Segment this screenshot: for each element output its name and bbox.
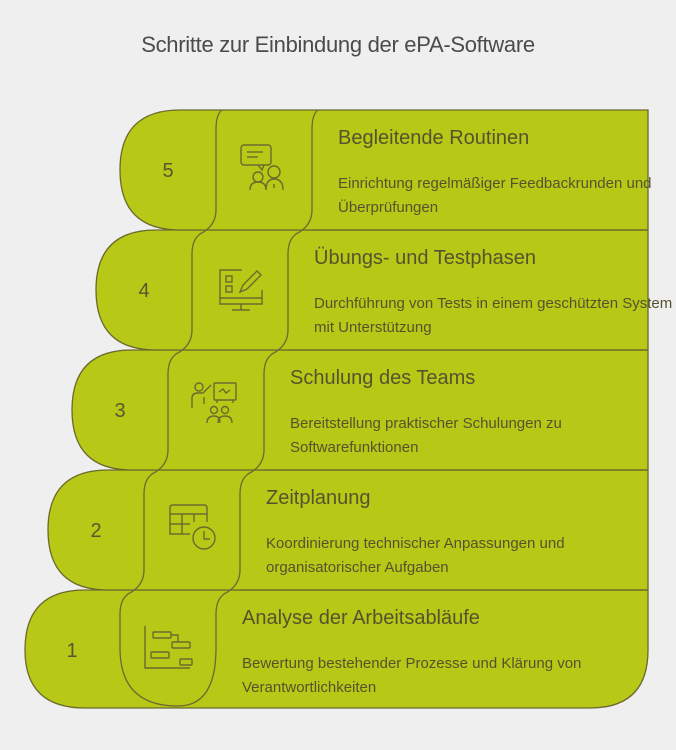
step-1-shape bbox=[24, 589, 649, 709]
step-4-shape bbox=[95, 229, 649, 351]
step-5-shape bbox=[119, 109, 649, 231]
diagram-title: Schritte zur Einbindung der ePA-Software bbox=[141, 32, 535, 57]
step-5-number: 5 bbox=[162, 160, 174, 182]
step-1-title: Analyse der Arbeitsabläufe bbox=[242, 607, 480, 629]
step-3-description: Bereitstellung praktischer Schulungen zu… bbox=[290, 415, 562, 456]
step-3-title: Schulung des Teams bbox=[290, 367, 476, 389]
step-3-shape bbox=[71, 349, 649, 471]
step-5-title: Begleitende Routinen bbox=[338, 127, 530, 149]
presentation-training-icon bbox=[191, 382, 237, 424]
step-2-description: Koordinierung technischer Anpassungen un… bbox=[266, 535, 565, 576]
step-2-shape bbox=[47, 469, 649, 591]
step-4-number: 4 bbox=[138, 280, 150, 302]
step-3-number: 3 bbox=[114, 400, 126, 422]
feedback-chat-people-icon bbox=[240, 144, 284, 191]
step-1-number: 1 bbox=[66, 640, 78, 662]
step-2-title: Zeitplanung bbox=[266, 487, 371, 509]
gantt-chart-icon bbox=[144, 626, 193, 669]
step-4-description: Durchführung von Tests in einem geschütz… bbox=[314, 295, 673, 336]
step-4-title: Übungs- und Testphasen bbox=[314, 247, 537, 269]
step-5-description: Einrichtung regelmäßiger Feedbackrunden … bbox=[338, 175, 652, 216]
step-1-description: Bewertung bestehender Prozesse und Kläru… bbox=[242, 655, 582, 696]
calendar-clock-icon bbox=[169, 504, 216, 550]
step-2-number: 2 bbox=[90, 520, 102, 542]
monitor-checklist-pencil-icon bbox=[219, 269, 263, 311]
